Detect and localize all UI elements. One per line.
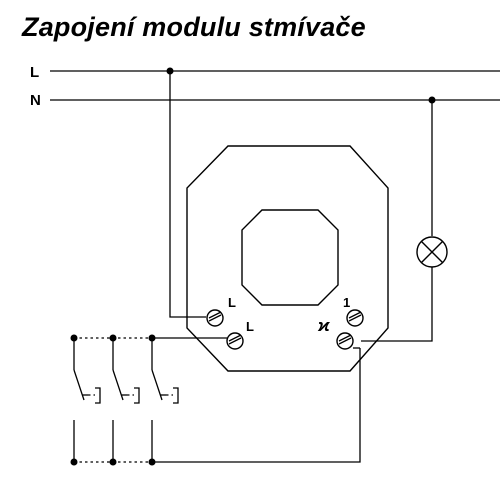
pushbutton-return-wire: [152, 348, 361, 463]
pushbutton-2: [109, 334, 140, 466]
terminal-l-bottom-label: L: [246, 319, 254, 334]
dimmer-module-core: [241, 209, 339, 306]
pushbutton-1: [70, 334, 101, 466]
terminal-l-top: [206, 309, 224, 327]
lamp-icon: [416, 236, 448, 268]
terminal-l-bottom: [226, 332, 244, 350]
lamp-to-terminal-wire: [361, 267, 433, 342]
dimmer-symbol: ϰ: [317, 316, 331, 335]
terminal-l-top-label: L: [228, 295, 236, 310]
pushbutton-3: [148, 334, 179, 466]
terminal-1-bottom: [336, 332, 354, 350]
neutral-label: N: [30, 92, 41, 109]
terminal-1-top: [346, 309, 364, 327]
line-feed-wire: [169, 71, 206, 318]
line-label: L: [30, 64, 39, 81]
terminal-1-label: 1: [343, 295, 350, 310]
diagram-title: Zapojení modulu stmívače: [22, 12, 366, 42]
